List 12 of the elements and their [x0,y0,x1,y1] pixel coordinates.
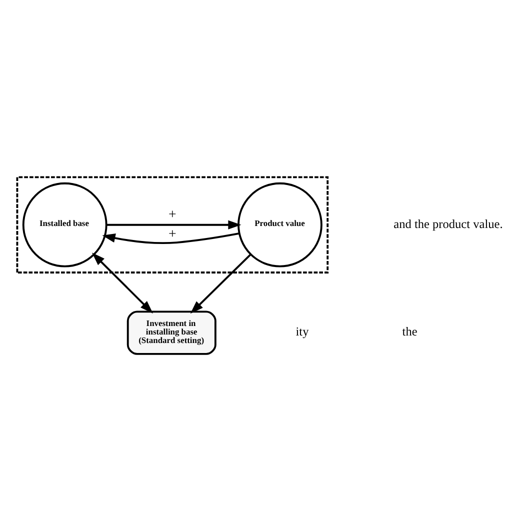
label: the [402,324,418,339]
node-circle: Product value [238,182,322,268]
arrow [106,220,242,230]
label: ity [296,324,309,339]
arrow [92,252,154,314]
arrow [102,232,240,244]
cluster [16,176,329,274]
edge-label: + [168,226,176,242]
label: and the product value. [394,216,503,231]
node-box: Investment in installing base (Standard setting) [126,310,216,355]
edge-label: + [168,206,176,222]
arrow [190,254,252,314]
